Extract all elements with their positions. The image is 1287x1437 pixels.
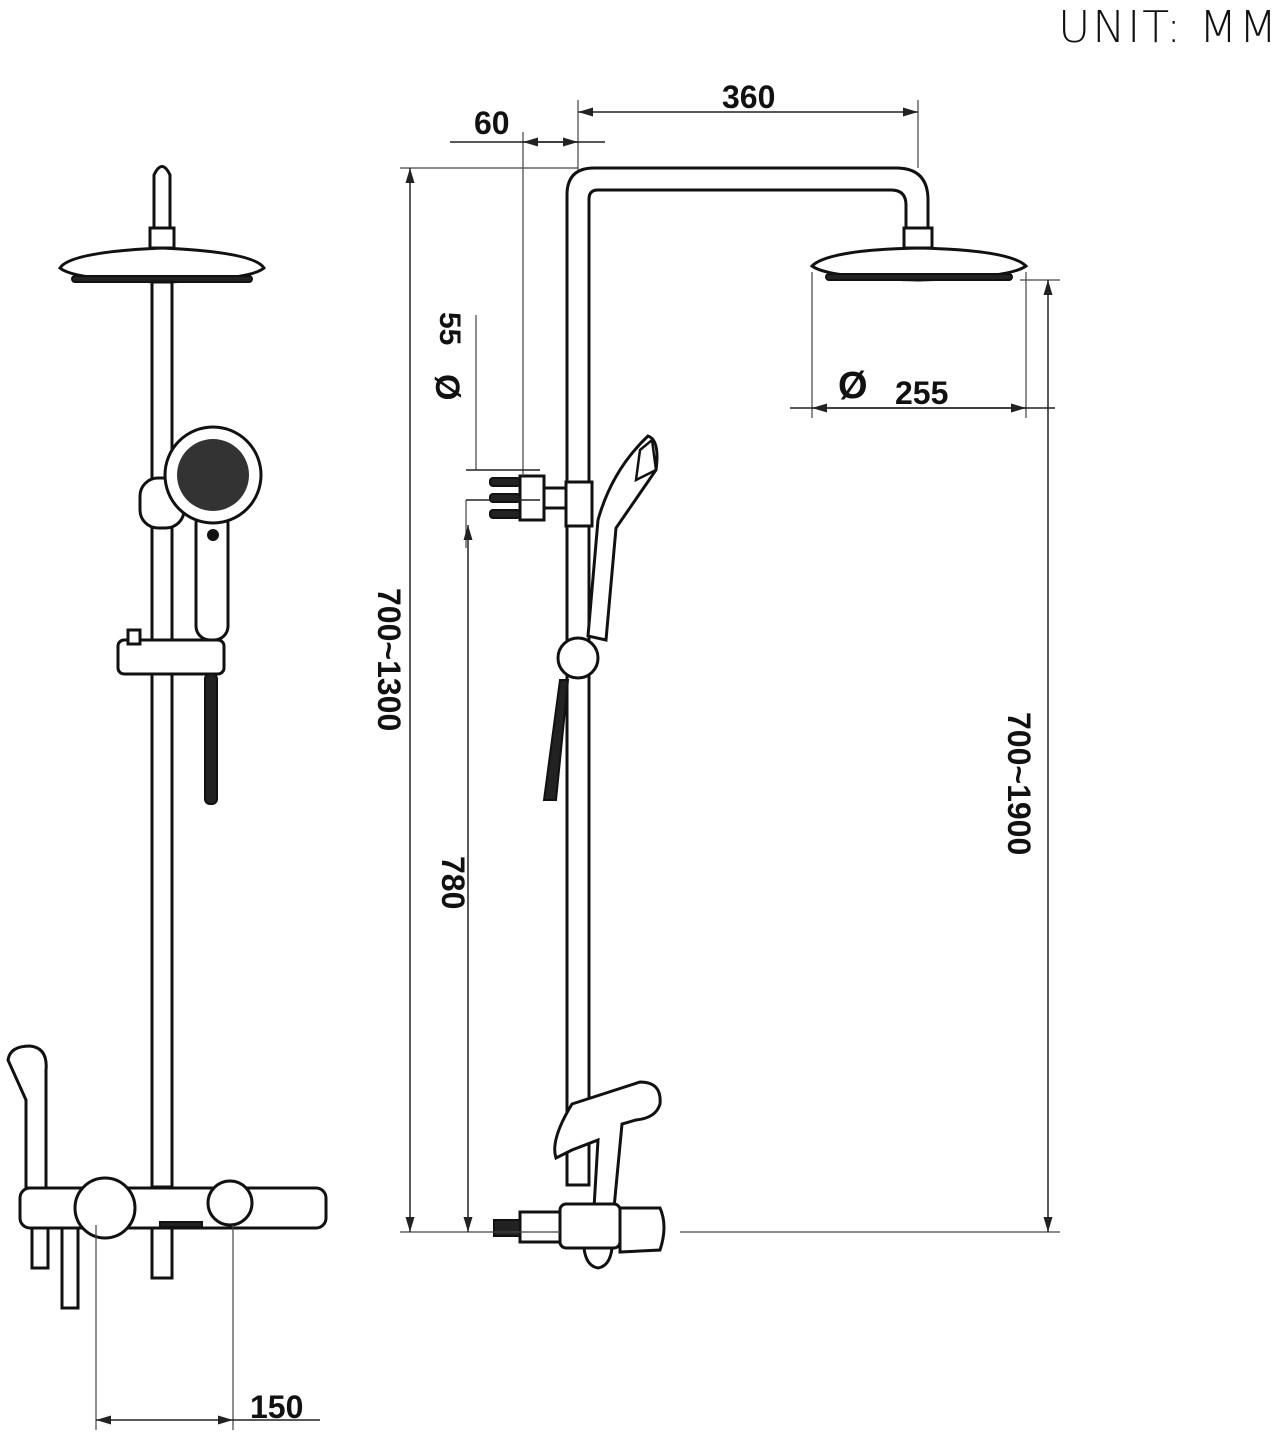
side-view bbox=[489, 166, 1029, 1270]
front-top-connector bbox=[148, 226, 176, 250]
side-slider-ball bbox=[556, 636, 600, 680]
front-bath-spout bbox=[6, 1044, 48, 1190]
side-screw-1 bbox=[489, 477, 521, 487]
side-screw-3 bbox=[489, 509, 521, 519]
front-slider bbox=[116, 638, 226, 676]
dim-255-diameter-symbol: Ø bbox=[838, 365, 868, 407]
side-wall-screws bbox=[489, 477, 521, 519]
side-valve-handle bbox=[618, 1206, 666, 1254]
dim-780-label: 780 bbox=[435, 856, 471, 909]
side-valve-body bbox=[558, 1202, 622, 1250]
unit-label: UNIT: MM bbox=[1058, 2, 1279, 53]
dim-60-label: 60 bbox=[474, 105, 510, 141]
front-top-finial bbox=[152, 165, 172, 230]
side-wall-thread bbox=[493, 1219, 521, 1237]
front-left-handle bbox=[73, 1176, 137, 1240]
front-leg-1 bbox=[30, 1226, 50, 1270]
side-hose bbox=[542, 679, 570, 801]
dim-55-label: 55 bbox=[433, 312, 466, 345]
dimensions: 360 60 55 Ø Ø 255 700~1300 780 700~1900 bbox=[371, 79, 1060, 1233]
front-right-handle bbox=[206, 1179, 254, 1227]
dim-255-label: 255 bbox=[895, 375, 948, 411]
side-bar-clamp bbox=[564, 480, 594, 528]
front-hand-shower-face bbox=[177, 439, 249, 511]
dim-150-label: 150 bbox=[250, 1389, 303, 1425]
side-screw-2 bbox=[489, 493, 521, 503]
front-hand-shower-button bbox=[207, 529, 219, 541]
front-leg-2 bbox=[60, 1226, 80, 1310]
side-rain-head-nozzles bbox=[825, 273, 1013, 281]
front-vertical-bar bbox=[150, 280, 174, 1189]
front-leg-3 bbox=[150, 1226, 174, 1280]
side-wall-bracket bbox=[542, 486, 570, 510]
dim-360-label: 360 bbox=[722, 79, 775, 115]
front-valve-mark bbox=[159, 1221, 203, 1228]
side-rain-head-connector bbox=[902, 226, 934, 250]
side-bidet-sprayer bbox=[553, 1080, 662, 1210]
front-slider-knob bbox=[126, 628, 142, 646]
side-valve-bottom bbox=[582, 1246, 614, 1270]
side-wall-bracket-plate bbox=[518, 474, 546, 522]
front-view: 150 bbox=[6, 165, 328, 1430]
side-wall-connector bbox=[518, 1210, 562, 1244]
side-riser-arm bbox=[565, 166, 930, 1187]
dim-55-diameter-symbol: Ø bbox=[428, 374, 466, 400]
front-hose bbox=[204, 673, 218, 805]
dim-1900-label: 700~1900 bbox=[1001, 712, 1037, 855]
side-hand-shower bbox=[586, 434, 659, 642]
dim-1300-label: 700~1300 bbox=[371, 588, 407, 731]
side-hand-shower-face bbox=[634, 437, 658, 483]
